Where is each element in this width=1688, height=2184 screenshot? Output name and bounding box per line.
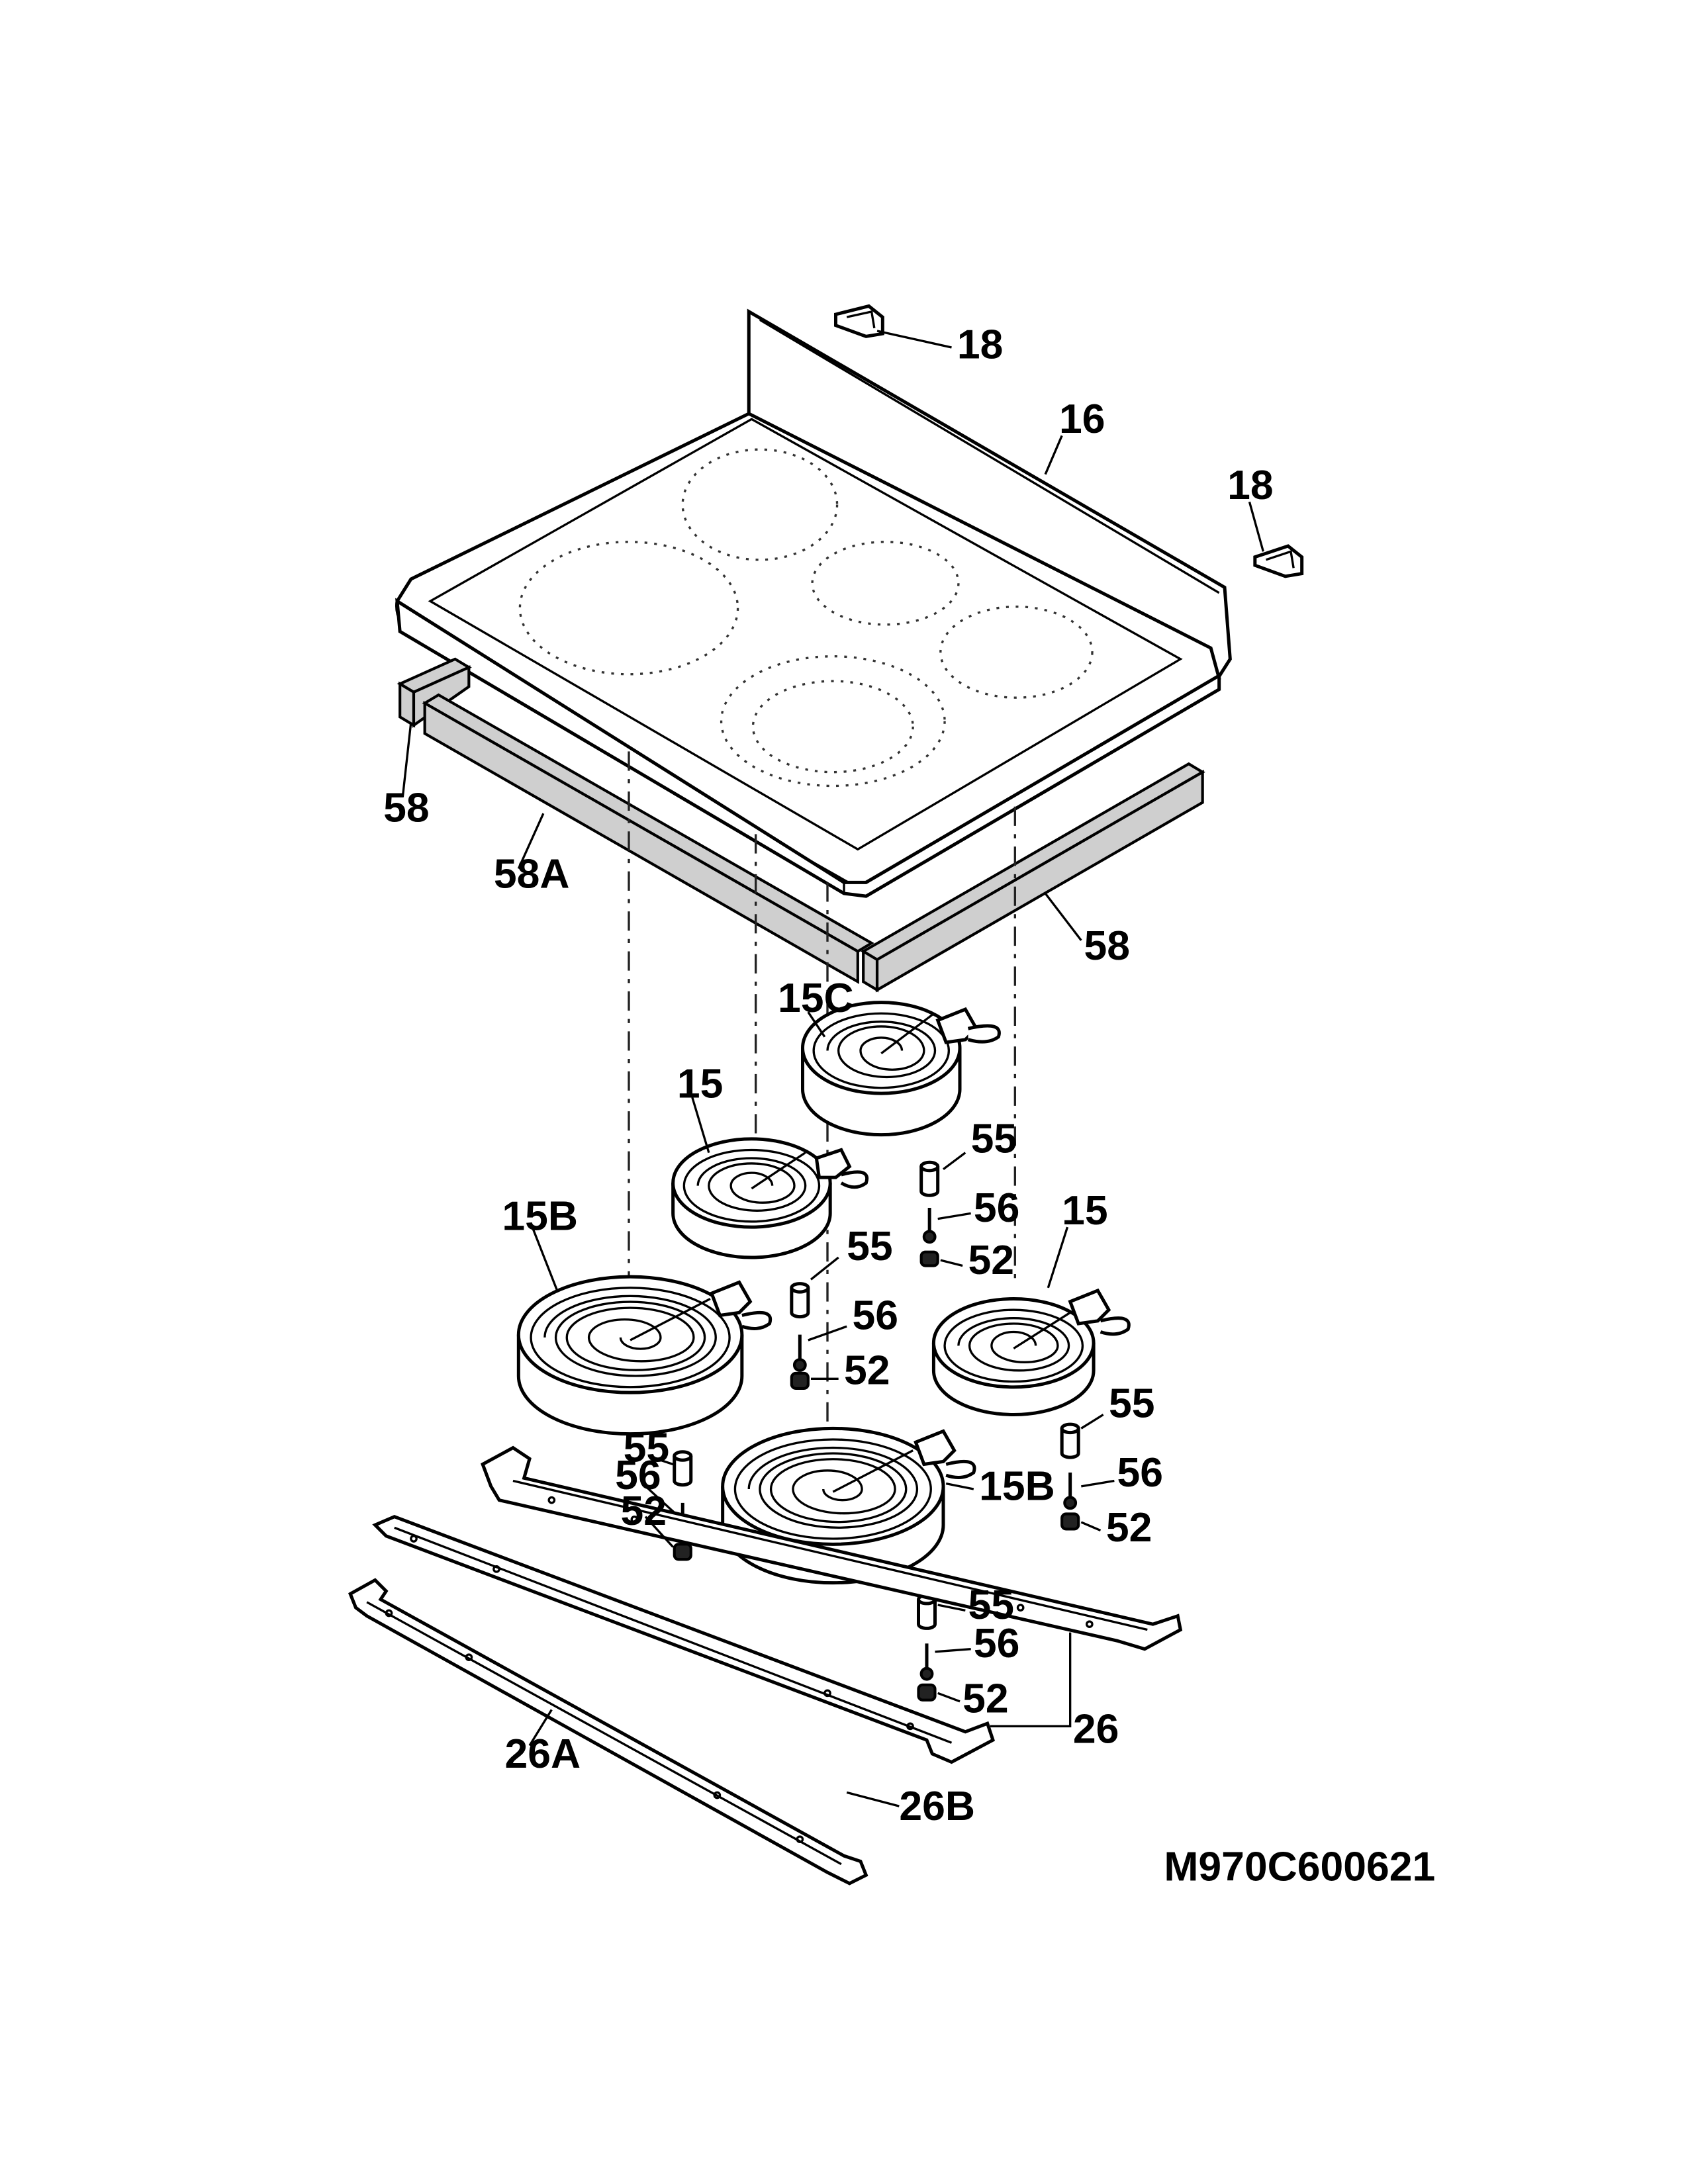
alignment-lines (628, 751, 1016, 1428)
callout-56-d: 56 (615, 1452, 661, 1498)
drawing-code: M970C600621 (1164, 1844, 1435, 1890)
callout-52-b: 52 (844, 1347, 890, 1394)
callout-18-right: 18 (1227, 462, 1274, 508)
callout-52-c: 52 (1106, 1504, 1152, 1551)
support-rail-26-front (372, 1514, 996, 1764)
hardware-set-b (790, 1282, 810, 1390)
callout-52-a: 52 (968, 1237, 1015, 1283)
callout-55-e: 55 (968, 1582, 1015, 1628)
callout-58-left: 58 (383, 785, 430, 831)
callout-26: 26 (1073, 1706, 1119, 1752)
callout-16: 16 (1059, 396, 1105, 442)
callout-26B: 26B (899, 1783, 975, 1829)
callout-55-a: 55 (971, 1116, 1017, 1162)
callout-58-right: 58 (1084, 923, 1131, 969)
callout-56-e: 56 (974, 1620, 1020, 1666)
cooktop-top-part-16 (395, 308, 1232, 898)
callout-55-d: 55 (624, 1424, 670, 1471)
callout-18-top: 18 (957, 322, 1004, 368)
surface-element-15C (801, 1001, 1001, 1137)
support-rail-26-rear (481, 1445, 1183, 1651)
callout-15B-left: 15B (502, 1193, 578, 1239)
surface-element-15-right (931, 1288, 1131, 1416)
surface-element-15-middle (671, 1137, 869, 1259)
callout-58A: 58A (494, 851, 570, 897)
callout-55-b: 55 (847, 1223, 893, 1269)
callout-52-e: 52 (962, 1676, 1009, 1722)
callout-55-c: 55 (1109, 1381, 1155, 1427)
callout-labels: 18 16 18 58 58A 58 15C 15 55 56 52 15B 5… (383, 322, 1435, 1890)
callout-52-d: 52 (621, 1488, 667, 1534)
callout-56-a: 56 (974, 1185, 1020, 1231)
surface-element-15B-right (721, 1426, 976, 1585)
callout-26A: 26A (505, 1731, 581, 1777)
leader-lines (401, 330, 1264, 1807)
callout-15-right: 15 (1062, 1187, 1108, 1234)
hardware-set-a (919, 1160, 940, 1267)
hold-down-bracket-18-right (1253, 544, 1304, 578)
hardware-set-e (917, 1593, 937, 1702)
callout-15C: 15C (778, 975, 854, 1021)
callout-15B-right: 15B (979, 1463, 1055, 1510)
callout-15-middle: 15 (677, 1060, 724, 1107)
insulation-strip-58A (422, 693, 874, 984)
callout-56-c: 56 (1117, 1449, 1164, 1496)
hardware-set-c (1060, 1422, 1080, 1531)
hold-down-bracket-18-top (834, 304, 884, 338)
surface-element-15B-left (516, 1275, 773, 1436)
insulation-strip-58-right (861, 762, 1205, 993)
callout-56-b: 56 (853, 1292, 899, 1338)
support-rail-26A (348, 1578, 868, 1886)
